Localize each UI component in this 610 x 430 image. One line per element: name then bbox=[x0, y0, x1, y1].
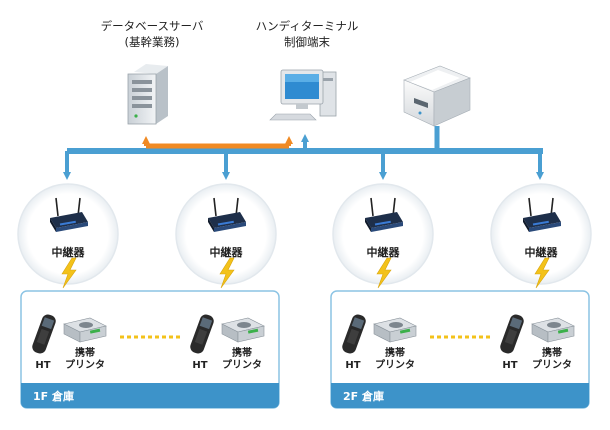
sync-arrow bbox=[142, 136, 293, 149]
ht-label: HT bbox=[192, 360, 208, 371]
printer-label-line1: 携帯 bbox=[75, 348, 95, 359]
portable-printer-icon bbox=[373, 317, 417, 343]
ht-label: HT bbox=[35, 360, 51, 371]
router-icon bbox=[208, 197, 246, 232]
printer-label-line2: プリンタ bbox=[375, 360, 415, 371]
server-icon bbox=[127, 64, 168, 125]
backbone bbox=[63, 126, 544, 180]
handheld-terminal-icon bbox=[342, 314, 366, 354]
relay-label: 中継器 bbox=[209, 246, 243, 259]
db-server-subtitle: (基幹業務) bbox=[124, 35, 180, 49]
relay-label: 中継器 bbox=[51, 246, 85, 259]
printer-label-line2: プリンタ bbox=[532, 360, 572, 371]
relay-label: 中継器 bbox=[524, 246, 558, 259]
printer-label-line1: 携帯 bbox=[232, 348, 252, 359]
printer-label-line2: プリンタ bbox=[65, 360, 105, 371]
lightning-icon bbox=[219, 257, 235, 289]
lightning-icon bbox=[376, 257, 392, 289]
printer-label-line1: 携帯 bbox=[385, 348, 405, 359]
ht-label: HT bbox=[502, 360, 518, 371]
lightning-icon bbox=[61, 257, 77, 289]
printer-label-line1: 携帯 bbox=[542, 348, 562, 359]
printer-icon bbox=[403, 65, 471, 127]
handheld-terminal-icon bbox=[190, 314, 214, 354]
router-icon bbox=[523, 197, 561, 232]
printer-label: 携帯 プリンタ bbox=[219, 348, 265, 372]
handy-terminal-subtitle: 制御端末 bbox=[284, 35, 330, 49]
handy-terminal-title: ハンディターミナル bbox=[255, 19, 359, 33]
desktop-pc-icon bbox=[269, 69, 337, 121]
printer-label-line2: プリンタ bbox=[222, 360, 262, 371]
relay-nodes bbox=[17, 183, 592, 285]
warehouse-2f-title: 2F 倉庫 bbox=[343, 390, 384, 403]
portable-printer-icon bbox=[531, 317, 575, 343]
ht-label: HT bbox=[345, 360, 361, 371]
warehouse-1f-title: 1F 倉庫 bbox=[33, 390, 74, 403]
handheld-terminal-icon bbox=[500, 314, 524, 354]
portable-printer-icon bbox=[221, 317, 265, 343]
printer-label: 携帯 プリンタ bbox=[529, 348, 575, 372]
portable-printer-icon bbox=[63, 317, 107, 343]
handy-terminal-label: ハンディターミナル 制御端末 bbox=[247, 18, 367, 50]
router-icon bbox=[365, 197, 403, 232]
db-server-title: データベースサーバ bbox=[100, 19, 204, 33]
printer-label: 携帯 プリンタ bbox=[372, 348, 418, 372]
router-icon bbox=[50, 197, 88, 232]
handheld-terminal-icon bbox=[32, 314, 56, 354]
relay-label: 中継器 bbox=[366, 246, 400, 259]
lightning-icon bbox=[534, 257, 550, 289]
printer-label: 携帯 プリンタ bbox=[62, 348, 108, 372]
db-server-label: データベースサーバ (基幹業務) bbox=[92, 18, 212, 50]
